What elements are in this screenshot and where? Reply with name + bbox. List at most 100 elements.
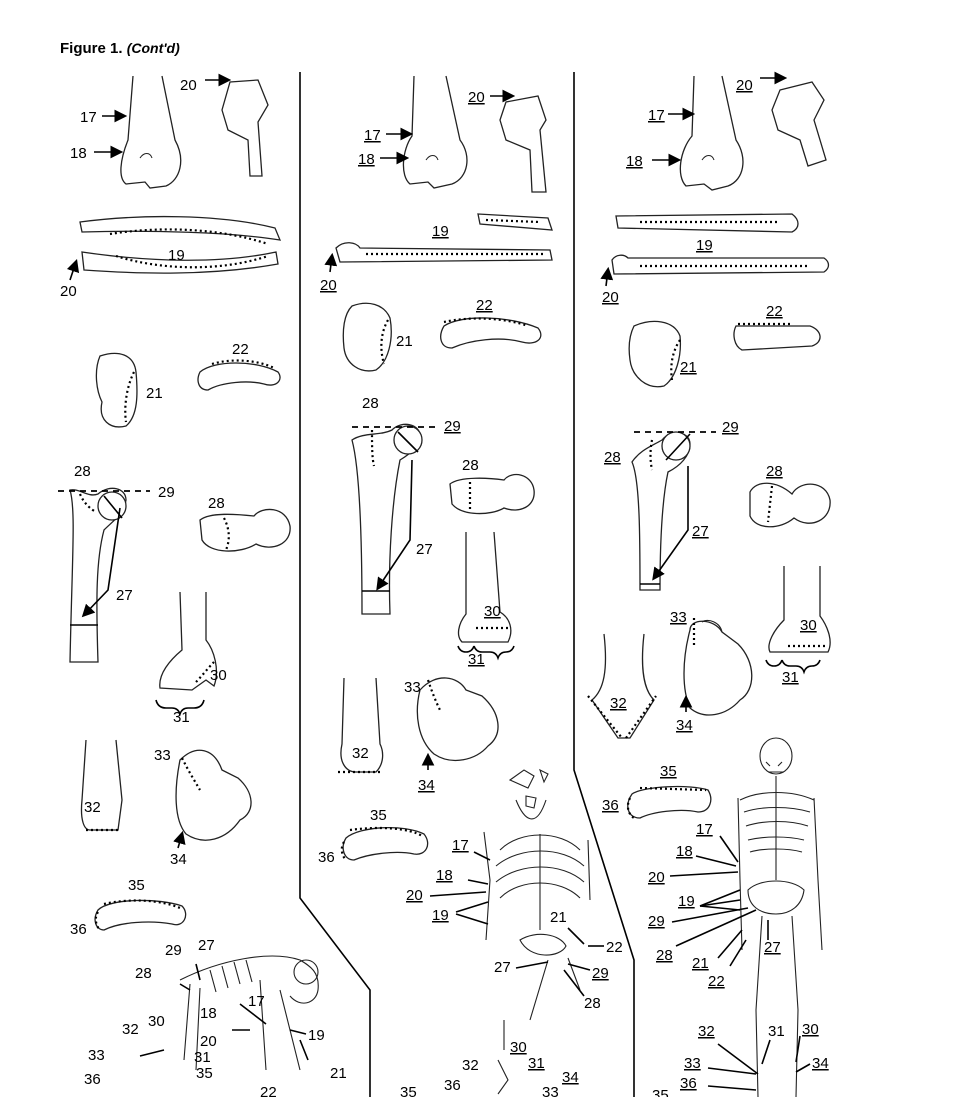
label-36-middle: 36 <box>318 849 335 866</box>
forearm-right <box>611 213 830 275</box>
label-30-middle-skel: 30 <box>510 1039 527 1056</box>
scaphoid-right <box>628 320 682 388</box>
label-32-right-skel: 32 <box>698 1023 715 1040</box>
label-27-left: 27 <box>116 587 133 604</box>
label-34-middle-skel: 34 <box>562 1069 579 1086</box>
panel-right: 17 18 20 19 20 21 22 <box>587 71 831 1097</box>
label-27-middle-skel: 27 <box>494 959 511 976</box>
humerus-middle <box>402 75 468 189</box>
clavicle-right <box>733 322 821 351</box>
talus-middle <box>340 826 429 861</box>
clavicle-left <box>197 359 281 391</box>
label-21c-left: 21 <box>330 1065 347 1082</box>
label-18-right-skel: 18 <box>676 843 693 860</box>
label-22-right-skel: 22 <box>708 973 725 990</box>
label-33c-left: 33 <box>88 1047 105 1064</box>
label-28c-left: 28 <box>135 965 152 982</box>
forearm-left <box>79 215 282 274</box>
label-22-left: 22 <box>232 341 249 358</box>
label-28b-right: 28 <box>766 463 783 480</box>
label-19-right-skel: 19 <box>678 893 695 910</box>
label-18-middle-skel: 18 <box>436 867 453 884</box>
label-30-middle: 30 <box>484 603 501 620</box>
label-22-middle: 22 <box>476 297 493 314</box>
forearm-middle <box>335 213 553 263</box>
calcaneus-right <box>679 618 753 716</box>
calcaneus-left <box>173 749 252 849</box>
label-32-middle: 32 <box>352 745 369 762</box>
label-19-left: 19 <box>168 247 185 264</box>
humerus-right <box>679 75 744 191</box>
tibia-middle <box>338 677 384 774</box>
label-22-right: 22 <box>766 303 783 320</box>
label-36-right-skel: 36 <box>680 1075 697 1092</box>
label-21-left: 21 <box>146 385 163 402</box>
label-17-left: 17 <box>80 109 97 126</box>
label-34-right: 34 <box>676 717 693 734</box>
femur-left <box>58 487 150 663</box>
label-28b-middle: 28 <box>462 457 479 474</box>
label-20-right-skel: 20 <box>648 869 665 886</box>
distal-femur-right <box>765 566 831 675</box>
label-18c-left: 18 <box>200 1005 217 1022</box>
label-28-right-skel: 28 <box>656 947 673 964</box>
label-19-middle-skel: 19 <box>432 907 449 924</box>
label-36-right: 36 <box>602 797 619 814</box>
label-18-middle: 18 <box>358 151 375 168</box>
label-31-right-skel: 31 <box>768 1023 785 1040</box>
label-27-middle: 27 <box>416 541 433 558</box>
label-17-right: 17 <box>648 107 665 124</box>
label-29-middle: 29 <box>444 418 461 435</box>
femoral-head-right <box>749 482 831 528</box>
label-19-middle: 19 <box>432 223 449 240</box>
label-21-right-skel: 21 <box>692 955 709 972</box>
label-18-left: 18 <box>70 145 87 162</box>
label-17c-left: 17 <box>248 993 265 1010</box>
human-skeleton-right <box>737 737 823 1097</box>
ulna-proximal-middle <box>499 95 547 193</box>
label-30c-left: 30 <box>148 1013 165 1030</box>
label-30-right-skel: 30 <box>802 1021 819 1038</box>
scaphoid-left <box>95 352 138 428</box>
femur-right <box>631 431 716 591</box>
label-35-left: 35 <box>128 877 145 894</box>
label-17-middle-skel: 17 <box>452 837 469 854</box>
label-29-right-skel: 29 <box>648 913 665 930</box>
tibia-left <box>80 739 123 832</box>
humerus-left <box>120 75 182 189</box>
label-21-right: 21 <box>680 359 697 376</box>
tibia-right <box>587 633 657 739</box>
label-34-right-skel: 34 <box>812 1055 829 1072</box>
label-29-right: 29 <box>722 419 739 436</box>
label-20c-left: 20 <box>200 1033 217 1050</box>
label-28-middle: 28 <box>362 395 379 412</box>
figure-continued: (Cont'd) <box>126 40 180 56</box>
label-33-middle: 33 <box>404 679 421 696</box>
label-27-right-skel: 27 <box>764 939 781 956</box>
label-30-left: 30 <box>210 667 227 684</box>
figure-title: Figure 1. (Cont'd) <box>60 40 180 57</box>
label-17-middle: 17 <box>364 127 381 144</box>
label-22c-left: 22 <box>260 1084 277 1097</box>
label-27c-left: 27 <box>198 937 215 954</box>
label-27-right: 27 <box>692 523 709 540</box>
ape-skeleton-left <box>139 955 319 1071</box>
label-28-right: 28 <box>604 449 621 466</box>
femoral-head-middle <box>449 473 535 515</box>
label-34-left: 34 <box>170 851 187 868</box>
label-31-left: 31 <box>173 709 190 726</box>
label-32-right: 32 <box>610 695 627 712</box>
label-20b-middle: 20 <box>320 277 337 294</box>
scaphoid-middle <box>342 302 392 372</box>
panel-dividers <box>299 72 635 1097</box>
label-20-middle: 20 <box>468 89 485 106</box>
label-32c-left: 32 <box>122 1021 139 1038</box>
panel-middle: 17 18 20 19 20 21 22 <box>318 75 623 1097</box>
label-20-right: 20 <box>736 77 753 94</box>
label-33-left: 33 <box>154 747 171 764</box>
arrow-20b-left <box>66 258 80 281</box>
label-31-middle: 31 <box>468 651 485 668</box>
figure-number: Figure 1. <box>60 40 123 57</box>
